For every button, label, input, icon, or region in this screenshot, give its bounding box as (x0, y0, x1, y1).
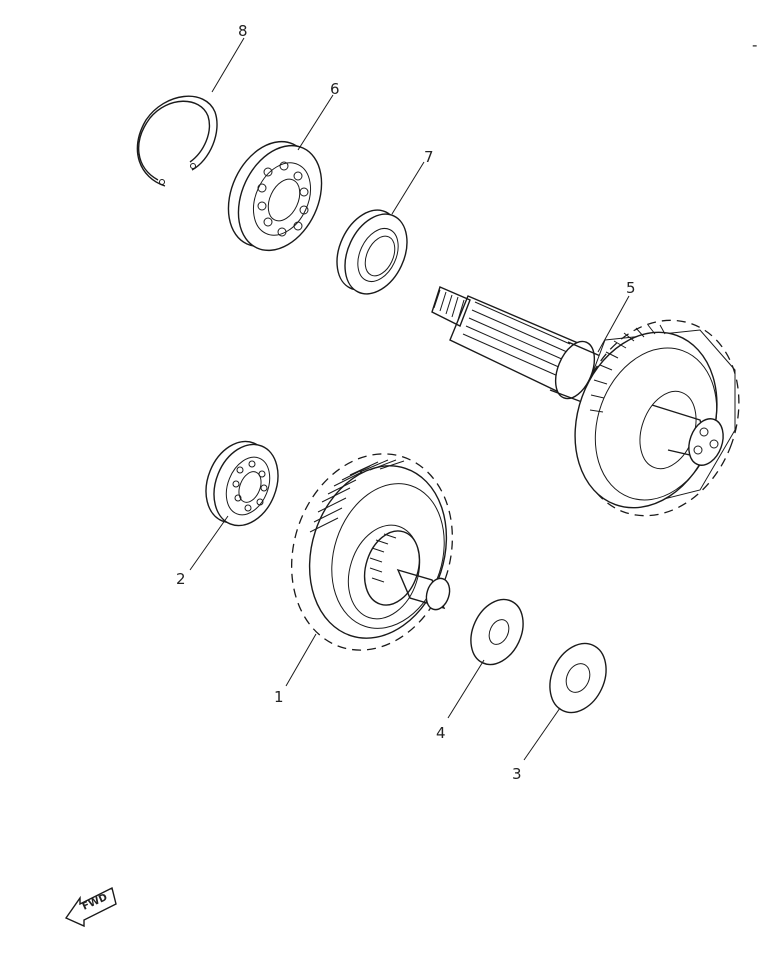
callout-5: 5 (626, 279, 636, 297)
callout-7: 7 (424, 148, 434, 166)
callout-3: 3 (512, 765, 522, 783)
corner-mark: - (752, 36, 757, 54)
helical-gear (290, 453, 454, 651)
fwd-arrow-icon: FWD (64, 886, 117, 928)
callout-4: 4 (436, 724, 446, 742)
washer-small (470, 598, 524, 666)
ball-bearing-large (227, 140, 323, 252)
main-axle-gear (431, 286, 740, 517)
callout-6: 6 (330, 80, 340, 98)
circlip (136, 95, 218, 187)
oil-seal (336, 209, 408, 295)
callout-2: 2 (176, 570, 186, 588)
callout-8: 8 (238, 22, 248, 40)
ball-bearing-small (205, 440, 279, 527)
washer-large (549, 642, 607, 714)
callout-1: 1 (274, 688, 284, 706)
